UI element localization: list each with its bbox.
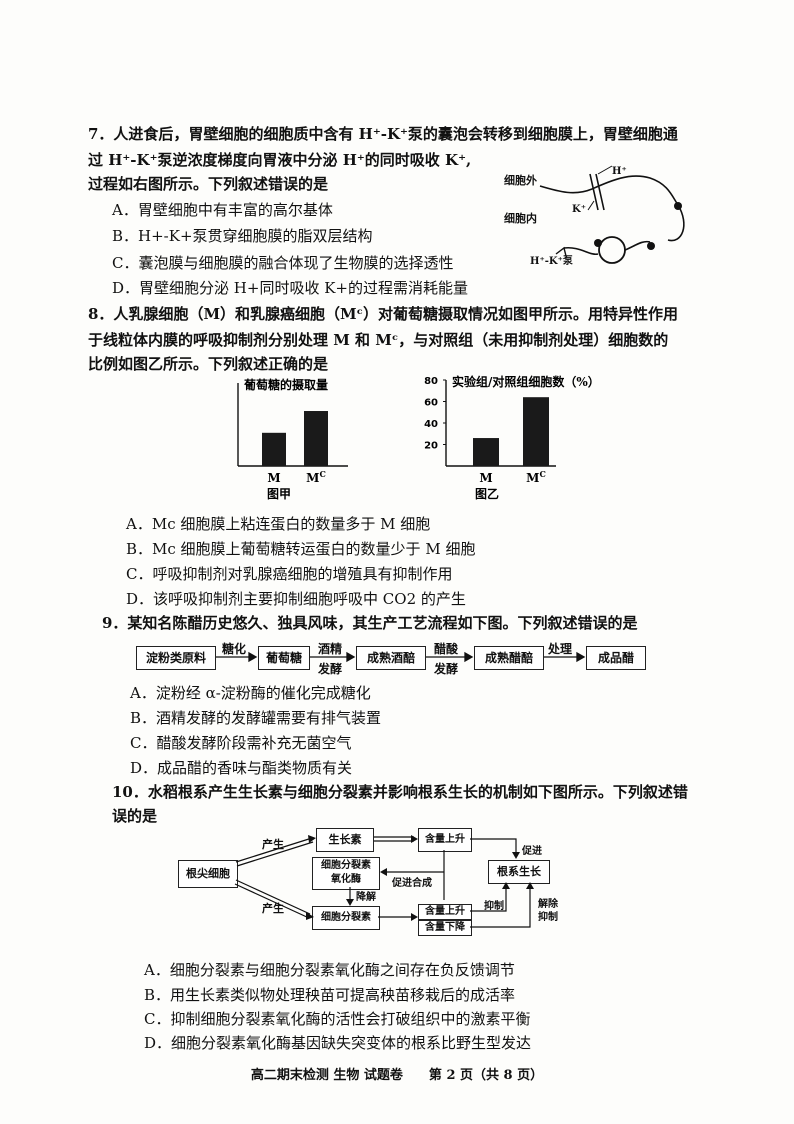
box-content-down: 含量下降	[418, 920, 472, 936]
chart-jia-category-superscript: C	[319, 469, 325, 479]
chart-yi-tick-label-40: 40	[424, 419, 438, 430]
chart-jia-bar-m	[262, 432, 286, 466]
k-arrow	[587, 200, 595, 211]
q10-option-a: A．细胞分裂素与细胞分裂素氧化酶之间存在负反馈调节	[144, 961, 515, 979]
q7-stem-line3: 过程如右图所示。下列叙述错误的是	[88, 175, 329, 193]
q10-stem-line2: 误的是	[112, 807, 158, 825]
flow-box-product: 成品醋	[586, 646, 646, 670]
box-content-up-1: 含量上升	[418, 828, 472, 852]
chart-yi-bar-m	[473, 438, 499, 466]
q9-stem: 9．某知名陈醋历史悠久、独具风味，其生产工艺流程如下图。下列叙述错误的是	[102, 614, 638, 632]
flow-arrow-alcohol-top: 酒精	[318, 642, 343, 656]
q9-option-d: D．成品醋的香味与酯类物质有关	[130, 759, 353, 777]
pump-channel	[589, 173, 605, 211]
flow-arrow-alcohol-bottom: 发酵	[318, 662, 343, 676]
q7-stem-line1: 7．人进食后，胃壁细胞的细胞质中含有 H⁺-K⁺泵的囊泡会转移到细胞膜上，胃壁细…	[88, 125, 678, 143]
chart-yi-tick-label-80: 80	[424, 376, 438, 387]
q7-option-b: B．H+-K+泵贯穿细胞膜的脂双层结构	[112, 227, 373, 245]
label-promote: 促进	[522, 846, 542, 857]
pump-dot-1	[647, 242, 655, 250]
q8-option-c: C．呼吸抑制剂对乳腺癌细胞的增殖具有抑制作用	[126, 565, 453, 583]
chart-yi-ylabel: 实验组/对照组细胞数（%）	[452, 374, 600, 389]
q8-option-b: B．Mc 细胞膜上葡萄糖转运蛋白的数量少于 M 细胞	[126, 540, 476, 558]
vesicle-circle	[598, 236, 626, 264]
q10-option-b: B．用生长素类似物处理秧苗可提高秧苗移栽后的成活率	[144, 986, 516, 1004]
q8-stem-line1: 8．人乳腺细胞（M）和乳腺癌细胞（Mᶜ）对葡萄糖摄取情况如图甲所示。用特异性作用	[88, 305, 679, 323]
box-root-growth: 根系生长	[488, 860, 550, 884]
flow-box-vinegar-mash: 成熟醋醅	[474, 646, 544, 670]
page-footer: 高二期末检测 生物 试题卷 第 2 页（共 8 页）	[250, 1068, 544, 1083]
flow-box-glucose: 葡萄糖	[258, 646, 310, 670]
flow-arrow-acetic-bottom: 发酵	[434, 662, 459, 676]
chart-yi-category-m: M	[479, 471, 492, 485]
chart-yi-bar-mc	[523, 397, 549, 466]
h-arrow	[597, 165, 613, 175]
box-enzyme: 细胞分裂素 氧化酶	[312, 857, 380, 890]
q7-option-c: C．囊泡膜与细胞膜的融合体现了生物膜的选择透性	[112, 254, 454, 272]
chart-jia-category-mc: MC	[306, 469, 326, 485]
q7-option-a: A．胃壁细胞中有丰富的高尔基体	[112, 201, 333, 219]
q10-option-c: C．抑制细胞分裂素氧化酶的活性会打破组织中的激素平衡	[144, 1010, 531, 1028]
q9-option-a: A．淀粉经 α-淀粉酶的催化完成糖化	[130, 684, 371, 702]
label-pump: H⁺-K⁺泵	[530, 256, 573, 267]
flow-arrow-process: 处理	[548, 642, 573, 656]
label-produce-bottom: 产生	[262, 902, 284, 915]
chart-jia-caption: 图甲	[267, 487, 291, 501]
chart-yi-category-superscript: C	[539, 469, 545, 479]
q10-option-d: D．细胞分裂素氧化酶基因缺失突变体的根系比野生型发达	[144, 1034, 532, 1052]
chart-jia-ylabel: 葡萄糖的摄取量	[243, 377, 328, 392]
q8-stem-line3: 比例如图乙所示。下列叙述正确的是	[88, 355, 329, 373]
enzyme-line1: 细胞分裂素	[321, 860, 371, 871]
label-outside-cell: 细胞外	[504, 174, 537, 187]
chart-yi-tick-label-60: 60	[424, 398, 438, 409]
vesicle-connector	[624, 240, 651, 251]
chart-yi-caption: 图乙	[475, 487, 499, 501]
q8-option-d: D．该呼吸抑制剂主要抑制细胞呼吸中 CO2 的产生	[126, 590, 466, 608]
box-root-cell: 根尖细胞	[178, 860, 238, 888]
relieve-line2: 抑制	[538, 912, 558, 923]
enzyme-line2: 氧化酶	[331, 874, 361, 885]
label-h-ion: H⁺	[612, 166, 627, 177]
q8-stem-line2: 于线粒体内膜的呼吸抑制剂分别处理 M 和 Mᶜ，与对照组（未用抑制剂处理）细胞数…	[88, 331, 669, 349]
cell-membrane-line	[539, 175, 679, 206]
label-degrade: 降解	[356, 892, 376, 903]
flow-box-wine-mash: 成熟酒醅	[356, 646, 426, 670]
q7-option-d: D．胃壁细胞分泌 H+同时吸收 K+的过程需消耗能量	[112, 279, 468, 297]
label-produce-top: 产生	[262, 838, 284, 851]
box-content-up-2: 含量上升	[418, 904, 472, 920]
flow-box-raw-material: 淀粉类原料	[136, 646, 216, 670]
q7-stem-line2: 过 H⁺-K⁺泵逆浓度梯度向胃液中分泌 H⁺的同时吸收 K⁺,	[88, 151, 472, 169]
label-k-ion: K⁺	[572, 204, 586, 215]
q9-option-c: C．醋酸发酵阶段需补充无菌空气	[130, 734, 352, 752]
pump-dot-3	[674, 202, 682, 210]
flow-arrow-saccharify: 糖化	[222, 642, 247, 656]
q8-option-a: A．Mc 细胞膜上粘连蛋白的数量多于 M 细胞	[126, 515, 431, 533]
relieve-line1: 解除	[538, 899, 558, 910]
chart-yi-category-mc: MC	[526, 469, 546, 485]
chart-jia-bar-mc	[304, 411, 328, 466]
chart-yi-tick-label-20: 20	[424, 441, 438, 452]
q9-option-b: B．酒精发酵的发酵罐需要有排气装置	[130, 709, 382, 727]
label-relieve-inhibit: 解除 抑制	[538, 898, 558, 924]
label-promote-synth: 促进合成	[392, 878, 432, 889]
cell-membrane-curve	[667, 204, 685, 242]
box-cytokinin: 细胞分裂素	[312, 906, 380, 930]
pump-dot-2	[594, 239, 602, 247]
chart-jia-category-m: M	[267, 471, 280, 485]
label-inhibit: 抑制	[484, 901, 504, 912]
q10-stem-line1: 10．水稻根系产生生长素与细胞分裂素并影响根系生长的机制如下图所示。下列叙述错	[112, 783, 688, 801]
flow-arrow-acetic-top: 醋酸	[434, 642, 459, 656]
label-inside-cell: 细胞内	[504, 212, 537, 225]
box-auxin: 生长素	[316, 828, 374, 852]
